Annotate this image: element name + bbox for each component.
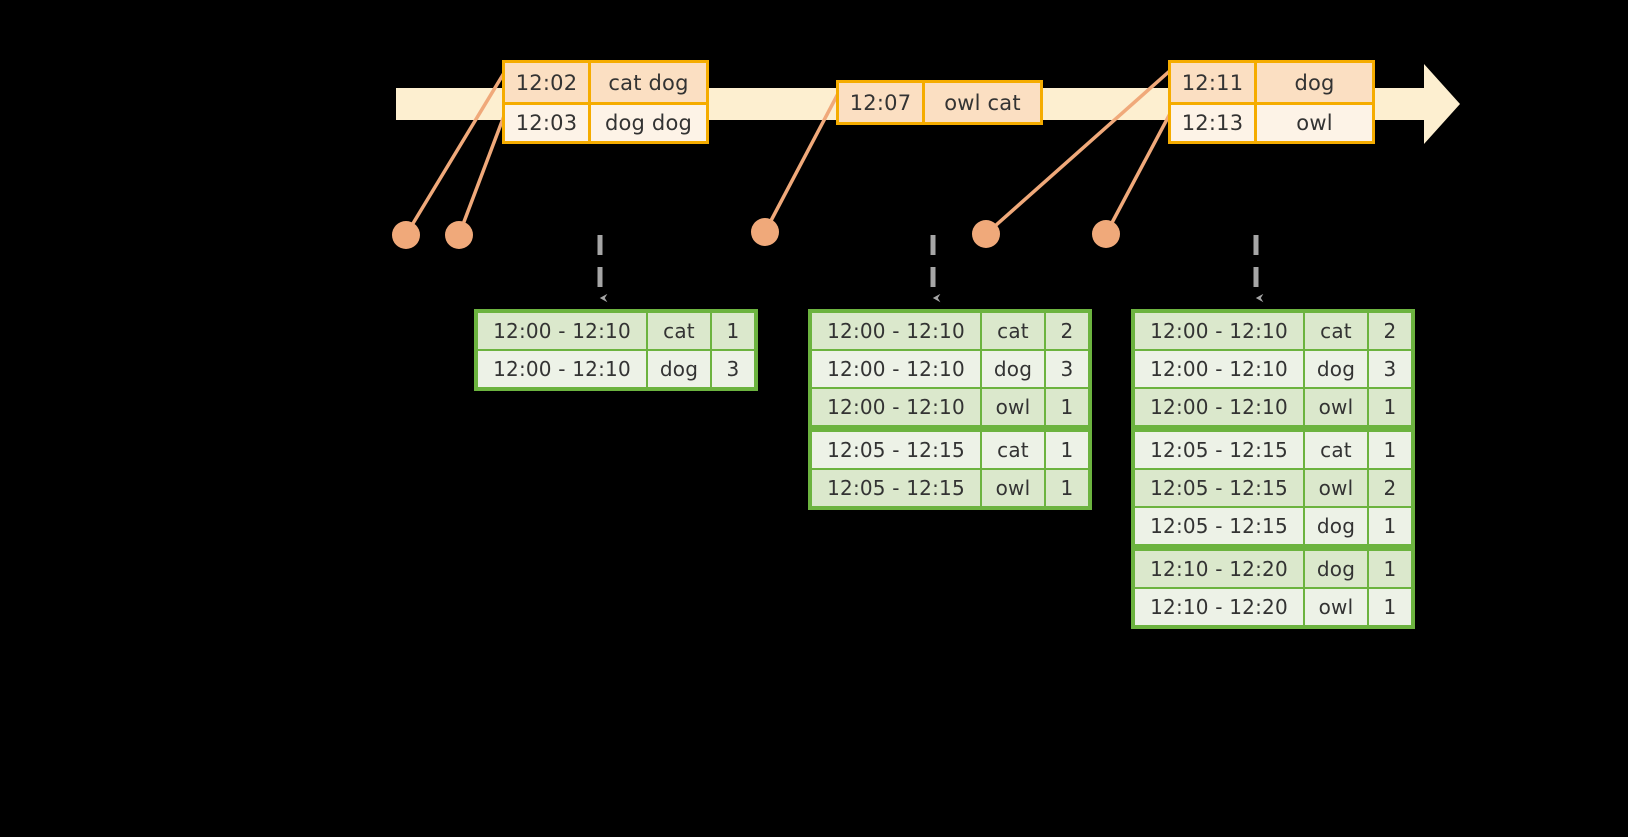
count-cell: 3 [1046, 351, 1088, 387]
word-cell: owl [1305, 589, 1367, 625]
count-cell: 1 [1369, 389, 1411, 425]
count-cell: 1 [712, 313, 754, 349]
word-cell: cat [982, 432, 1044, 468]
event-group-1: 12:02 cat dog 12:03 dog dog [502, 60, 709, 144]
count-cell: 1 [1046, 389, 1088, 425]
event-words: dog [1294, 70, 1335, 95]
count-cell: 1 [1046, 470, 1088, 506]
event-dot-2 [445, 221, 473, 249]
word-cell: dog [648, 351, 710, 387]
event-group-2: 12:07 owl cat [836, 80, 1043, 125]
window-cell: 12:05 - 12:15 [1135, 432, 1303, 468]
event-timestamp: 12:02 [505, 63, 591, 102]
window-cell: 12:05 - 12:15 [1135, 508, 1303, 544]
count-cell: 1 [1046, 432, 1088, 468]
word-cell: cat [1305, 313, 1367, 349]
dashed-arrows [597, 235, 1264, 303]
word-cell: dog [982, 351, 1044, 387]
event-row: 12:07 owl cat [839, 83, 1040, 122]
window-group-divider [1135, 427, 1411, 430]
count-cell: 2 [1046, 313, 1088, 349]
count-cell: 3 [1369, 351, 1411, 387]
count-cell: 1 [1369, 589, 1411, 625]
word-cell: dog [1305, 508, 1367, 544]
word-cell: dog [1305, 551, 1367, 587]
window-cell: 12:00 - 12:10 [812, 389, 980, 425]
count-cell: 3 [712, 351, 754, 387]
event-row: 12:03 dog dog [505, 102, 706, 141]
event-row: 12:13 owl [1171, 102, 1372, 141]
count-cell: 2 [1369, 313, 1411, 349]
count-cell: 1 [1369, 551, 1411, 587]
word-cell: owl [982, 389, 1044, 425]
connector-3 [763, 87, 843, 233]
event-words: cat dog [608, 70, 689, 95]
window-cell: 12:00 - 12:10 [812, 351, 980, 387]
event-timestamp: 12:11 [1171, 63, 1257, 102]
connector-5 [1104, 107, 1175, 235]
event-timestamp: 12:03 [505, 105, 591, 141]
count-cell: 1 [1369, 432, 1411, 468]
event-dot-4 [972, 220, 1000, 248]
event-row: 12:11 dog [1171, 63, 1372, 102]
event-words: owl [1296, 111, 1333, 135]
window-cell: 12:00 - 12:10 [478, 313, 646, 349]
window-cell: 12:05 - 12:15 [812, 470, 980, 506]
window-cell: 12:00 - 12:10 [1135, 351, 1303, 387]
event-words: owl cat [944, 90, 1021, 115]
event-group-3: 12:11 dog 12:13 owl [1168, 60, 1375, 144]
count-cell: 2 [1369, 470, 1411, 506]
count-cell: 1 [1369, 508, 1411, 544]
event-dot-5 [1092, 220, 1120, 248]
window-cell: 12:00 - 12:10 [1135, 313, 1303, 349]
connector-1 [404, 67, 509, 236]
word-cell: owl [1305, 470, 1367, 506]
event-dot-1 [392, 221, 420, 249]
word-cell: cat [982, 313, 1044, 349]
window-cell: 12:05 - 12:15 [812, 432, 980, 468]
event-row: 12:02 cat dog [505, 63, 706, 102]
window-cell: 12:05 - 12:15 [1135, 470, 1303, 506]
event-timestamp: 12:07 [839, 83, 925, 122]
word-cell: owl [982, 470, 1044, 506]
word-cell: cat [648, 313, 710, 349]
window-cell: 12:00 - 12:10 [478, 351, 646, 387]
word-cell: dog [1305, 351, 1367, 387]
event-words: dog dog [604, 111, 693, 135]
event-dot-3 [751, 218, 779, 246]
event-timestamp: 12:13 [1171, 105, 1257, 141]
event-dots [392, 218, 1120, 249]
word-cell: cat [1305, 432, 1367, 468]
window-group-divider [1135, 546, 1411, 549]
window-cell: 12:00 - 12:10 [812, 313, 980, 349]
window-cell: 12:10 - 12:20 [1135, 589, 1303, 625]
connector-2 [457, 107, 509, 236]
window-cell: 12:10 - 12:20 [1135, 551, 1303, 587]
window-group-divider [812, 427, 1088, 430]
window-cell: 12:00 - 12:10 [1135, 389, 1303, 425]
word-cell: owl [1305, 389, 1367, 425]
